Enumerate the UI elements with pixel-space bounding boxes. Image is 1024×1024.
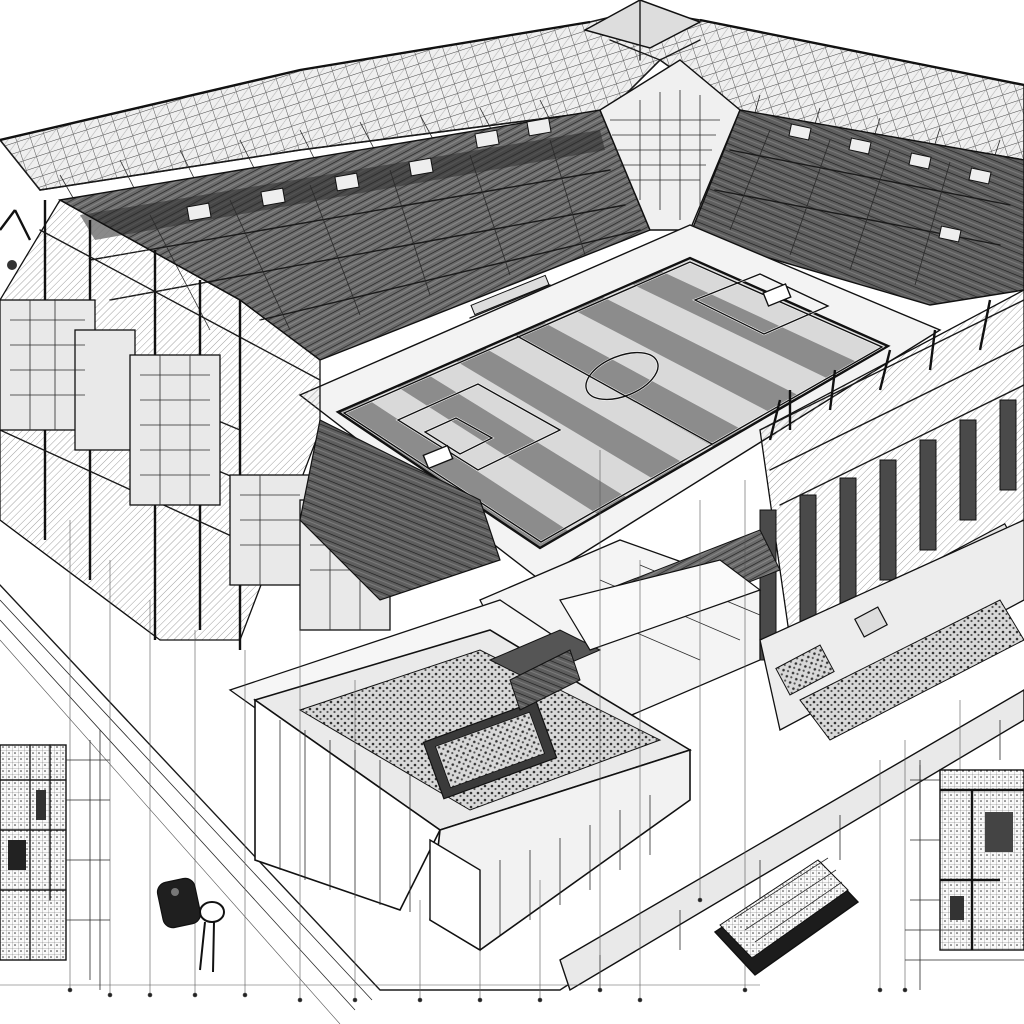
dimension-tick bbox=[352, 997, 358, 1003]
dimension-tick bbox=[637, 997, 643, 1003]
dimension-tick bbox=[477, 997, 483, 1003]
dimension-tick bbox=[697, 897, 703, 903]
west-structure bbox=[0, 199, 501, 650]
tablet-object bbox=[713, 857, 860, 976]
pitch-stripe bbox=[455, 347, 685, 481]
dimension-tick bbox=[297, 997, 303, 1003]
hospitality-box bbox=[228, 559, 762, 952]
floor-plan-left bbox=[0, 730, 110, 990]
dimension-tick bbox=[902, 987, 908, 993]
pitch-stripe bbox=[514, 322, 743, 447]
dimension-tick bbox=[417, 997, 423, 1003]
dimension-tick bbox=[597, 987, 603, 993]
dimension-tick bbox=[107, 992, 113, 998]
stand-end bbox=[599, 59, 741, 231]
pitch bbox=[335, 256, 891, 550]
pitch-stripe bbox=[572, 296, 801, 414]
pitch-stripe bbox=[338, 399, 569, 548]
pitch-stripe bbox=[602, 283, 830, 397]
goal-south bbox=[422, 444, 454, 470]
pitch-stripe bbox=[426, 360, 656, 498]
dimension-tick bbox=[242, 992, 248, 998]
pitch-stripe bbox=[660, 258, 888, 363]
dimension-tick bbox=[742, 987, 748, 993]
stand-north bbox=[57, 109, 651, 361]
dimension-tick bbox=[877, 987, 883, 993]
dimension-tick bbox=[537, 997, 543, 1003]
goal-north bbox=[762, 283, 792, 307]
pitch-stripe bbox=[367, 386, 598, 532]
stand-east bbox=[689, 109, 1024, 306]
roof-apex bbox=[583, 0, 702, 49]
dimension-tick bbox=[67, 987, 73, 993]
lanyard-object bbox=[156, 877, 225, 973]
pitch-stripe bbox=[396, 373, 627, 515]
dimension-tick bbox=[192, 992, 198, 998]
dimension-lines bbox=[0, 450, 963, 1003]
dimension-tick bbox=[147, 992, 153, 998]
floor-plan-right bbox=[905, 760, 1024, 990]
